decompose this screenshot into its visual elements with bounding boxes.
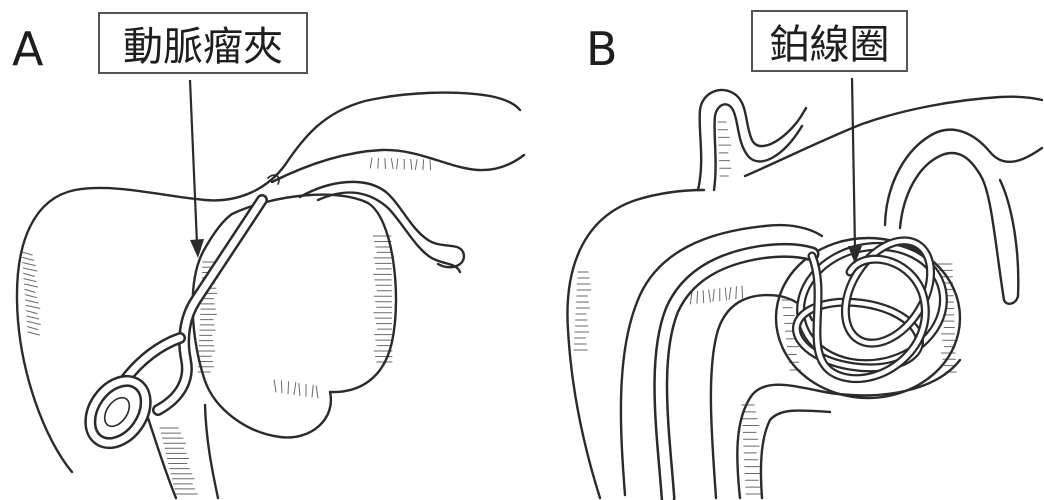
shading-stroke: [288, 382, 289, 394]
panel-b-top-loop-inner-wall: [714, 104, 802, 190]
shading-stroke: [28, 332, 39, 335]
shading-stroke: [709, 290, 711, 302]
shading-stroke: [26, 300, 39, 303]
clip-long-arm: [158, 200, 262, 410]
coil-arrow-shaft: [852, 78, 855, 248]
panel-a-drawing: [17, 80, 524, 498]
panel-b-drawing: [567, 78, 1042, 498]
shading-stroke: [729, 287, 731, 299]
panel-b-top-contour: [745, 97, 1042, 176]
shading-stroke: [742, 286, 743, 298]
clip-label-box: 動脈瘤夾: [98, 12, 308, 74]
clip-arrow-shaft: [190, 80, 197, 244]
clip-label: 動脈瘤夾: [123, 14, 283, 72]
shading-stroke: [415, 160, 417, 170]
panel-a-branch-vessel-upper-wall: [272, 150, 524, 182]
panel-b-brain-outline: [567, 190, 704, 498]
panel-b-parent-vessel-lower-wall: [761, 410, 830, 498]
clip-pointer-arrow: [190, 80, 204, 258]
shading-stroke: [423, 160, 424, 170]
shading-stroke: [22, 257, 33, 260]
shading-stroke: [312, 385, 313, 397]
aneurysm-clip: [79, 200, 262, 454]
shading-stroke: [281, 381, 282, 393]
shading-stroke: [299, 383, 300, 395]
panel-b-right-branch-outer-wall: [885, 130, 1042, 225]
shading-stroke: [24, 284, 37, 287]
shading-stroke: [27, 316, 39, 319]
shading-stroke: [430, 160, 431, 170]
shading-stroke: [725, 288, 726, 300]
panel-a-letter: A: [12, 26, 43, 72]
shading-stroke: [24, 273, 35, 276]
panel-a-branch-vessel-inner-wall: [318, 192, 460, 272]
shading-stroke: [378, 158, 379, 168]
clip-spring-loop-core: [79, 370, 157, 453]
shading-stroke: [385, 158, 386, 168]
shading-stroke: [411, 159, 412, 169]
shading-stroke: [703, 291, 704, 303]
shading-stroke: [697, 291, 698, 303]
shading-stroke: [713, 289, 714, 301]
panel-a-parent-vessel-right-wall: [205, 405, 218, 498]
shading-stroke: [28, 327, 38, 330]
shading-stroke: [25, 295, 36, 298]
coil-pointer-arrow: [848, 78, 862, 264]
coil-label-box: 鉑線圈: [751, 10, 908, 72]
shading-stroke: [397, 159, 398, 169]
shading-stroke: [25, 289, 35, 292]
shading-stroke: [26, 311, 37, 314]
shading-stroke: [26, 305, 40, 308]
panel-b-letter: B: [586, 26, 618, 72]
shading-stroke: [24, 279, 36, 282]
shading-stroke: [23, 263, 36, 266]
shading-stroke: [23, 268, 37, 271]
coil-label: 鉑線圈: [770, 12, 890, 70]
panel-a-hatching: [22, 158, 431, 494]
shading-stroke: [370, 158, 372, 168]
shading-stroke: [736, 287, 737, 299]
shading-stroke: [27, 321, 40, 324]
shading-stroke: [22, 252, 32, 255]
aneurysm-dome: [193, 195, 396, 438]
shading-stroke: [294, 383, 296, 395]
shading-stroke: [274, 380, 276, 392]
shading-stroke: [316, 386, 318, 398]
shading-stroke: [391, 159, 393, 169]
